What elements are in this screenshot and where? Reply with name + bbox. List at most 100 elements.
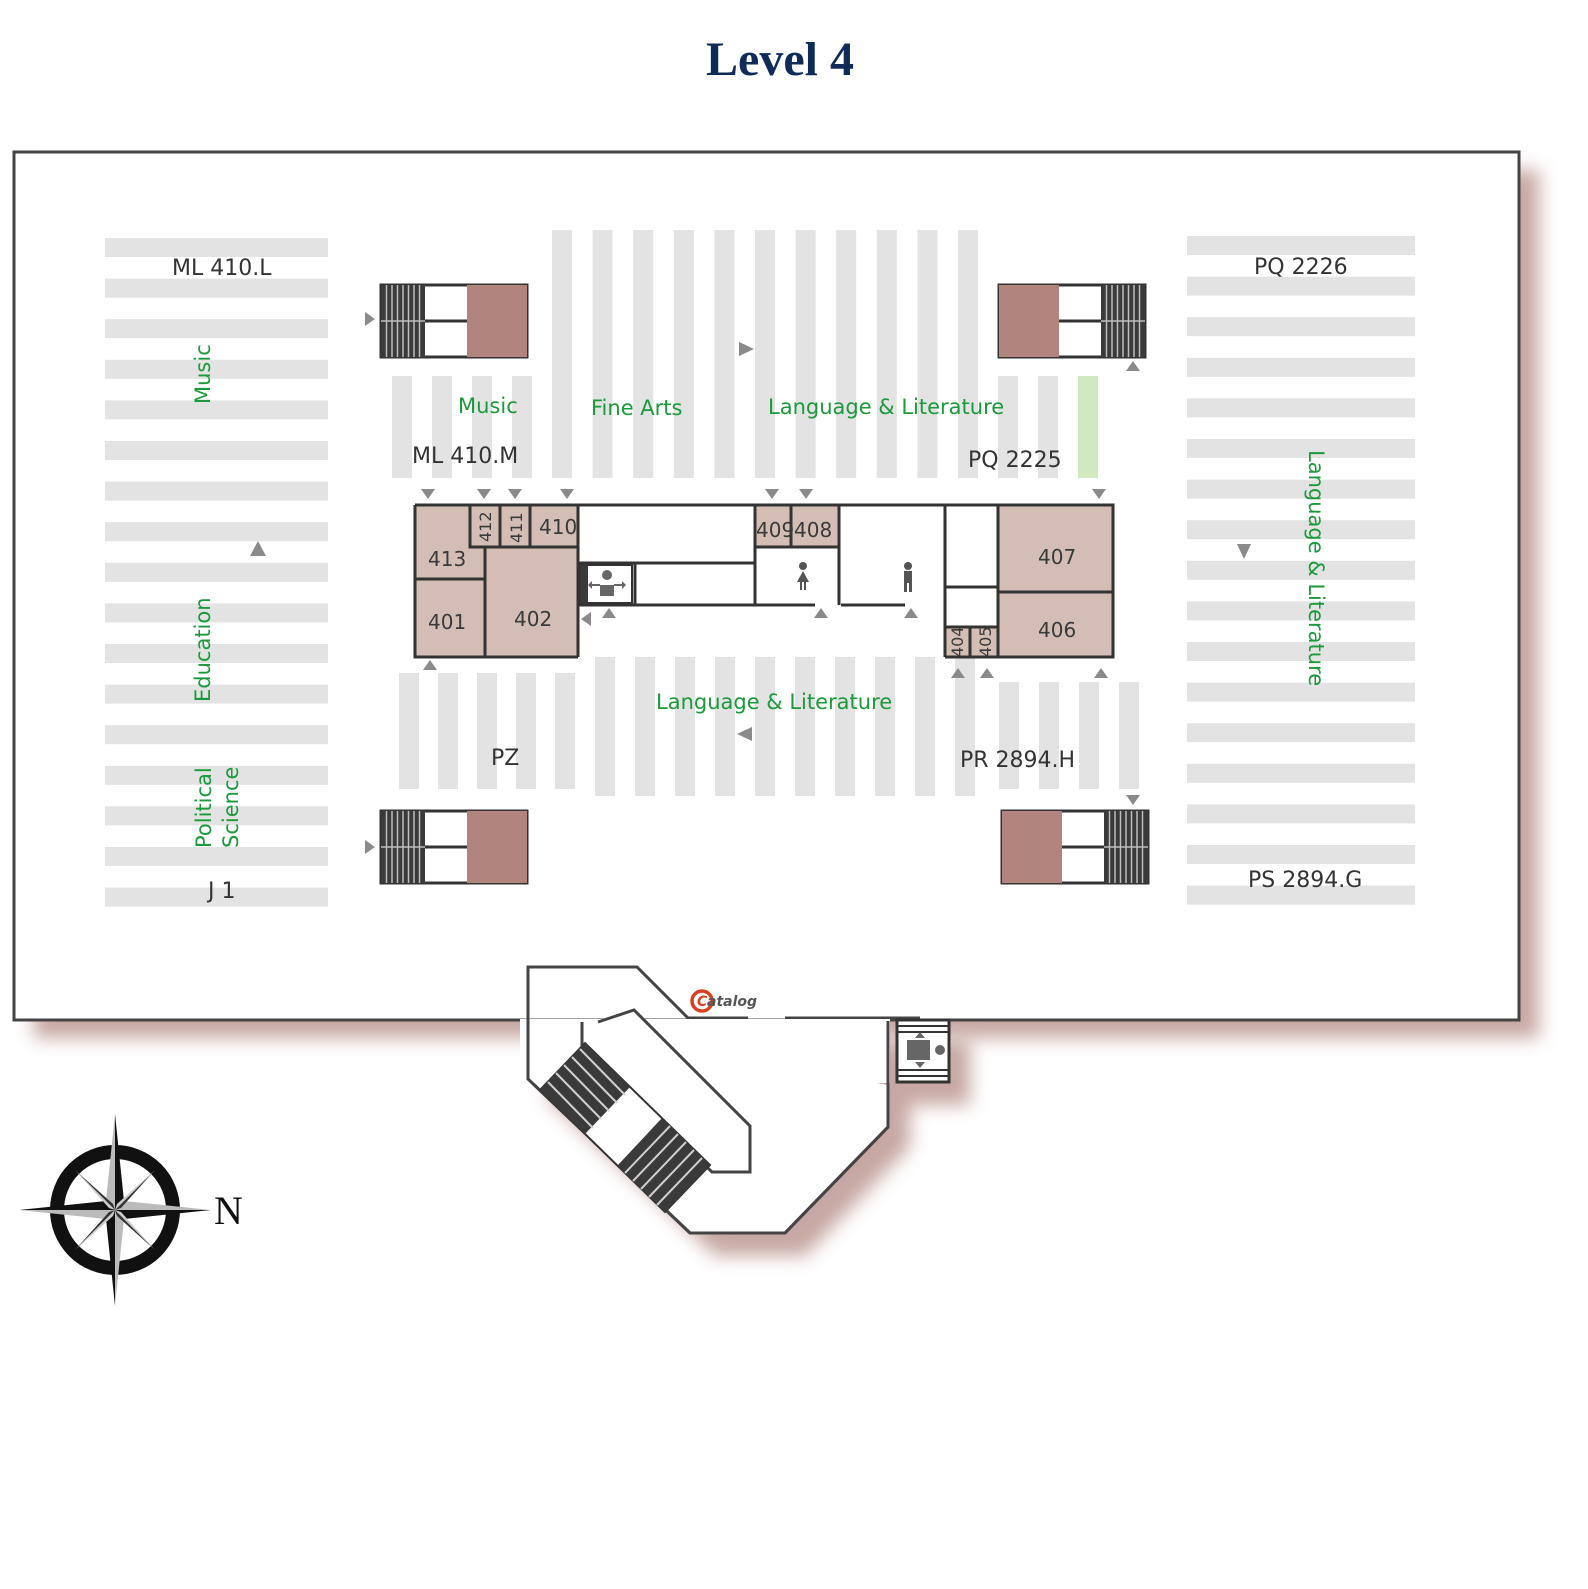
shelf-bottom: [675, 657, 695, 796]
direction-marker-icon: [250, 541, 266, 556]
shelf-east: [1187, 520, 1415, 540]
call-number-pz: PZ: [491, 746, 519, 771]
shelf-east: [1187, 317, 1415, 337]
direction-marker-icon: [602, 608, 616, 618]
direction-marker-icon: [560, 489, 574, 499]
room-407: 407: [1038, 545, 1076, 569]
shelf-east: [1187, 398, 1415, 418]
room-402: 402: [514, 607, 552, 631]
shelving: [105, 230, 1415, 907]
direction-marker-icon: [737, 727, 752, 741]
shelf-west: [105, 806, 328, 826]
shelf-bottom: [635, 657, 655, 796]
section-education: Education: [191, 597, 215, 702]
direction-marker-icon: [421, 489, 435, 499]
shelf-top-left: [472, 376, 492, 478]
shelf-top: [836, 230, 857, 478]
stairwell-nw: [379, 283, 529, 359]
shelf-west: [105, 603, 328, 623]
room-408: 408: [794, 518, 832, 542]
direction-marker-icon: [904, 608, 918, 618]
shelf-east: [1187, 479, 1415, 499]
shelf-bottom-left: [555, 673, 575, 789]
shelf-west: [105, 684, 328, 704]
room-404: 404: [948, 626, 967, 657]
shelf-bottom-left: [516, 673, 536, 789]
shelf-west: [105, 278, 328, 298]
shelf-bottom-left: [477, 673, 497, 789]
elevator-icon-annex: [907, 1032, 945, 1068]
shelf-top: [876, 230, 897, 478]
shelf-west: [105, 441, 328, 460]
section-fine-arts: Fine Arts: [591, 396, 682, 420]
page-title: Level 4: [706, 33, 854, 86]
direction-marker-icon: [365, 840, 375, 854]
room-409: 409: [756, 518, 794, 542]
room-412: 412: [476, 511, 495, 542]
direction-markers: [250, 312, 1251, 854]
direction-marker-icon: [799, 489, 813, 499]
shelf-bottom-left: [438, 673, 458, 789]
direction-marker-icon: [1237, 544, 1251, 559]
shelf-bottom: [595, 657, 615, 796]
shelf-east: [1187, 763, 1415, 783]
womens-restroom-icon: [797, 562, 809, 590]
shelf-bottom-mid: [955, 668, 975, 796]
shelf-top-right: [998, 376, 1018, 478]
direction-marker-icon: [1092, 489, 1106, 499]
call-number-pq2225: PQ 2225: [968, 448, 1062, 473]
shelf-top: [673, 230, 694, 478]
direction-marker-icon: [1126, 361, 1140, 371]
direction-marker-icon: [581, 612, 591, 626]
central-core: [413, 503, 1115, 659]
direction-marker-icon: [980, 668, 994, 678]
shelf-top: [795, 230, 816, 478]
direction-marker-icon: [508, 489, 522, 499]
shelf-bottom-right: [1079, 682, 1099, 789]
shelf-bottom: [875, 657, 895, 796]
direction-marker-icon: [951, 668, 965, 678]
direction-marker-icon: [365, 312, 375, 326]
direction-marker-icon: [814, 608, 828, 618]
shelf-west: [105, 765, 328, 785]
shelf-highlight: [1078, 376, 1098, 478]
shelf-east: [1187, 236, 1415, 255]
room-411: 411: [507, 512, 526, 543]
mens-restroom-icon: [904, 562, 912, 592]
shelf-east: [1187, 439, 1415, 458]
shelf-east: [1187, 723, 1415, 743]
shelf-top: [917, 230, 938, 478]
shelf-west: [105, 522, 328, 542]
shelf-top: [714, 230, 735, 478]
call-number-ml410l: ML 410.L: [172, 256, 272, 281]
section-music: Music: [458, 394, 518, 418]
shelf-east: [1187, 357, 1415, 377]
shelf-bottom: [795, 657, 815, 796]
direction-marker-icon: [1094, 668, 1108, 678]
elevator-icon: [588, 570, 626, 596]
shelf-east: [1187, 682, 1415, 702]
direction-marker-icon: [477, 489, 491, 499]
room-406: 406: [1038, 618, 1076, 642]
direction-marker-icon: [1126, 795, 1140, 805]
shelf-east: [1187, 845, 1415, 864]
entrance-annex: [520, 965, 920, 1235]
catalog-logo: C atalog: [690, 989, 757, 1013]
shelf-west: [105, 847, 328, 866]
section-music-west: Music: [191, 344, 215, 404]
call-number-pr2894h: PR 2894.H: [960, 748, 1075, 773]
shelf-east: [1187, 885, 1415, 905]
shelf-top-right: [1038, 376, 1058, 478]
shelf-west: [105, 238, 328, 257]
shelf-top-left: [392, 376, 412, 478]
section-political: Political: [192, 767, 216, 848]
section-language-literature-east: Language & Literature: [1304, 450, 1328, 686]
shelf-bottom: [755, 657, 775, 796]
shelf-bottom: [835, 657, 855, 796]
shelf-bottom-left: [399, 673, 419, 789]
shelf-west: [105, 319, 328, 339]
annex-staircase: [538, 1041, 712, 1214]
section-language-literature-top: Language & Literature: [768, 395, 1004, 419]
shelf-west: [105, 725, 328, 745]
